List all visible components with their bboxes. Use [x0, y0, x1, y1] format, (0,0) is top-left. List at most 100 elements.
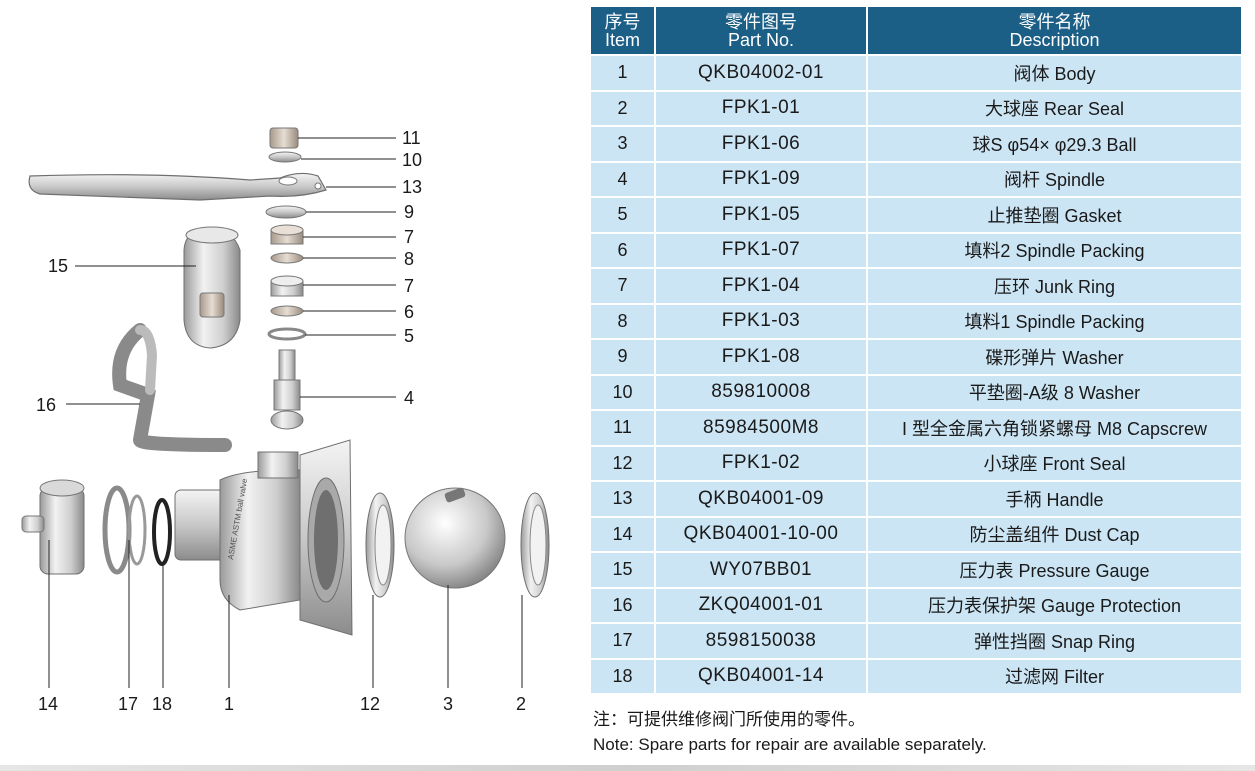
callout-12: 12: [360, 694, 380, 714]
cell-part-no: ZKQ04001-01: [655, 586, 868, 623]
junk-ring-upper-part: [270, 224, 304, 245]
callout-14: 14: [38, 694, 58, 714]
cell-description: 平垫圈-A级 8 Washer: [867, 373, 1241, 410]
callout-5: 5: [404, 326, 414, 346]
dust-cap-part: [21, 479, 85, 575]
header-description-en: Description: [1009, 30, 1100, 50]
cell-part-no: FPK1-04: [655, 267, 868, 304]
footnote: 注：可提供维修阀门所使用的零件。 Note: Spare parts for r…: [593, 707, 987, 757]
callout-2: 2: [516, 694, 526, 714]
cell-description: 压力表 Pressure Gauge: [867, 551, 1241, 588]
gauge-protection-part: [112, 323, 232, 452]
snap-ring-part: [127, 494, 147, 566]
cell-part-no: FPK1-06: [655, 125, 868, 162]
header-item-zh: 序号: [604, 12, 641, 32]
header-part-no: 零件图号 Part No.: [655, 7, 868, 55]
cell-description: 大球座 Rear Seal: [867, 89, 1241, 126]
cell-part-no: FPK1-09: [655, 160, 868, 197]
cell-description: 阀体 Body: [867, 54, 1241, 91]
header-part-no-zh: 零件图号: [725, 12, 797, 32]
callout-1: 1: [224, 694, 234, 714]
cell-part-no: QKB04002-01: [655, 54, 868, 91]
cell-description: 压环 Junk Ring: [867, 267, 1241, 304]
table-header-row: 序号 Item 零件图号 Part No. 零件名称 Description: [591, 7, 1241, 55]
callout-7-lower: 7: [404, 276, 414, 296]
cell-item: 11: [591, 409, 656, 446]
hex-nut-part: [269, 127, 299, 149]
bottom-decorative-strip: [0, 765, 1255, 771]
spindle-packing-lower-part: [270, 305, 304, 317]
callout-3: 3: [443, 694, 453, 714]
valve-body-part: ASME ASTM ball valve: [174, 439, 353, 636]
header-item-en: Item: [604, 30, 640, 50]
cell-item: 17: [591, 622, 656, 659]
cell-item: 4: [591, 160, 656, 197]
callout-11: 11: [402, 128, 421, 148]
footnote-zh: 注：可提供维修阀门所使用的零件。: [593, 710, 865, 729]
cell-description: 手柄 Handle: [867, 480, 1241, 517]
cell-item: 2: [591, 89, 656, 126]
cell-part-no: FPK1-03: [655, 302, 868, 339]
header-item: 序号 Item: [591, 7, 656, 55]
cell-item: 12: [591, 444, 656, 481]
pressure-gauge-part: [183, 226, 241, 349]
rear-seal-part: [520, 492, 550, 598]
flat-washer-part: [268, 151, 302, 163]
cell-description: 过滤网 Filter: [867, 657, 1241, 693]
leader-lines: [48, 137, 523, 688]
callout-18: 18: [152, 694, 172, 714]
cell-item: 16: [591, 586, 656, 623]
cell-part-no: WY07BB01: [655, 551, 868, 588]
cell-part-no: 859810008: [655, 373, 868, 410]
cell-item: 5: [591, 196, 656, 233]
cell-part-no: 8598150038: [655, 622, 868, 659]
cell-part-no: QKB04001-14: [655, 657, 868, 693]
cell-description: 阀杆 Spindle: [867, 160, 1241, 197]
cell-item: 8: [591, 302, 656, 339]
cell-item: 10: [591, 373, 656, 410]
cell-part-no: FPK1-01: [655, 89, 868, 126]
gasket-part: [267, 327, 307, 341]
cell-part-no: FPK1-08: [655, 338, 868, 375]
cell-description: I 型全金属六角锁紧螺母 M8 Capscrew: [867, 409, 1241, 446]
cell-description: 填料1 Spindle Packing: [867, 302, 1241, 339]
callout-17: 17: [118, 694, 138, 714]
cell-item: 14: [591, 515, 656, 552]
cell-item: 15: [591, 551, 656, 588]
cell-part-no: FPK1-02: [655, 444, 868, 481]
cell-item: 6: [591, 231, 656, 268]
cell-description: 小球座 Front Seal: [867, 444, 1241, 481]
cell-description: 弹性挡圈 Snap Ring: [867, 622, 1241, 659]
cell-part-no: FPK1-07: [655, 231, 868, 268]
spindle-part: [270, 349, 304, 430]
filter-part: [152, 498, 172, 566]
cell-description: 压力表保护架 Gauge Protection: [867, 586, 1241, 623]
cell-item: 9: [591, 338, 656, 375]
callout-16: 16: [36, 395, 56, 415]
callout-13: 13: [402, 177, 422, 197]
exploded-valve-diagram: ASME ASTM ball valve: [21, 127, 550, 714]
cell-item: 7: [591, 267, 656, 304]
callout-7-upper: 7: [404, 227, 414, 247]
junk-ring-lower-part: [270, 275, 304, 297]
cell-item: 1: [591, 54, 656, 91]
cell-description: 填料2 Spindle Packing: [867, 231, 1241, 268]
cell-part-no: QKB04001-10-00: [655, 515, 868, 552]
cell-description: 碟形弹片 Washer: [867, 338, 1241, 375]
callout-6: 6: [404, 302, 414, 322]
